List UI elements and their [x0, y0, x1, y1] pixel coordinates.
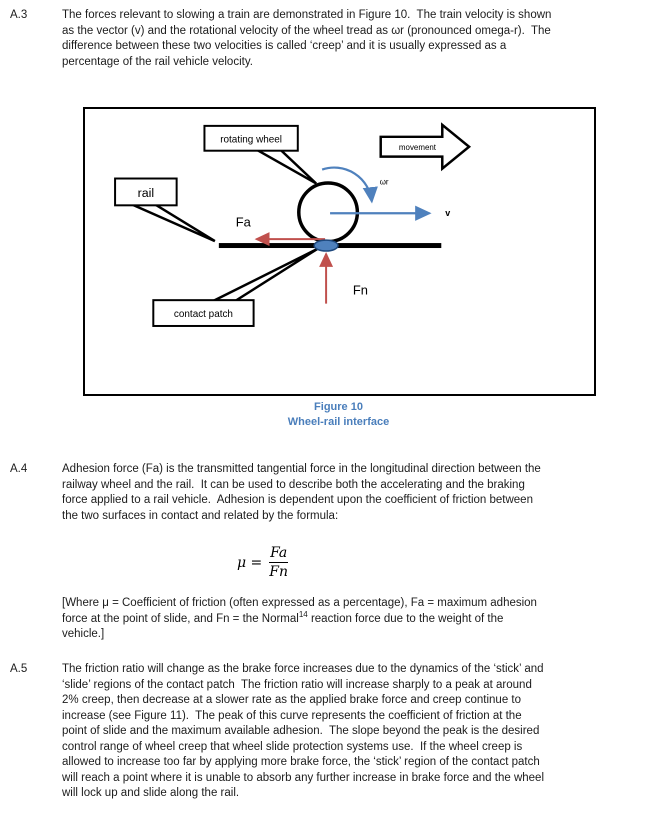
rail-callout-tail — [128, 202, 216, 243]
rotating-wheel-callout-label: rotating wheel — [220, 134, 282, 145]
figure-10-diagram: rotating wheel rail contact patch moveme… — [83, 107, 596, 396]
footnote-ref-14: 14 — [298, 609, 308, 619]
movement-block-arrow — [379, 122, 472, 172]
velocity-label: v — [445, 208, 450, 218]
adhesion-formula: μ = Fa Fn — [237, 545, 289, 581]
contact-patch-callout-box — [152, 299, 255, 327]
figure-caption-title: Figure 10 — [314, 401, 363, 413]
section-a3-paragraph: The forces relevant to slowing a train a… — [62, 9, 552, 68]
formula-numerator: Fa — [270, 545, 288, 561]
section-a5-paragraph: The friction ratio will change as the br… — [62, 663, 544, 799]
contact-patch-ellipse — [313, 239, 339, 252]
figure-caption: Figure 10 Wheel-rail interface — [83, 400, 594, 430]
formula-lhs: μ = — [237, 555, 263, 572]
where-note-text: [Where μ = Coefficient of friction (ofte… — [62, 597, 537, 625]
omega-r-rotation-arrow — [321, 166, 378, 204]
movement-label: movement — [399, 143, 437, 152]
fn-label: Fn — [353, 283, 368, 298]
section-a3-label: A.3 — [10, 9, 28, 21]
fa-label: Fa — [236, 215, 252, 230]
section-a4-label: A.4 — [10, 463, 28, 475]
formula-denominator: Fn — [269, 562, 289, 581]
section-a4-paragraph: Adhesion force (Fa) is the transmitted t… — [62, 463, 541, 522]
contact-patch-callout-tail — [213, 247, 318, 302]
rotating-wheel-callout-box — [203, 124, 299, 152]
formula-definitions-note: [Where μ = Coefficient of friction (ofte… — [62, 596, 654, 643]
rotating-wheel-callout-tail — [251, 148, 318, 185]
where-note-text-cont: reaction force due to the weight of the … — [62, 612, 504, 641]
contact-patch-callout-label: contact patch — [174, 309, 233, 320]
rail-callout-box — [114, 177, 178, 207]
wheel-rail-diagram: rotating wheel rail contact patch moveme… — [114, 122, 472, 327]
formula-fraction: Fa Fn — [269, 545, 289, 581]
section-a5-label: A.5 — [10, 663, 28, 675]
omega-r-label: ωr — [380, 177, 389, 186]
figure-caption-subtitle: Wheel-rail interface — [287, 416, 390, 428]
rail-callout-label: rail — [138, 186, 155, 200]
